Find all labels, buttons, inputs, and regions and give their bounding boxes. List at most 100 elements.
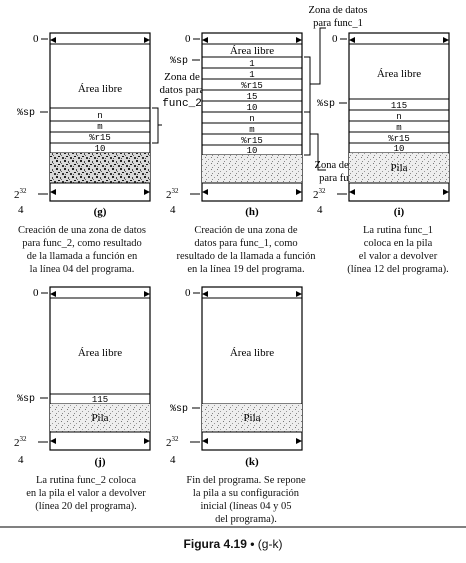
caption-line: Creación de una zona de datos: [18, 225, 146, 236]
addr-zero-label: 0: [33, 33, 39, 45]
caption-line: en la pila el valor a devolver: [26, 488, 146, 499]
panel-i: 0 Área libre %sp 115 n m %r15 10 Pila 23…: [313, 32, 450, 218]
caption-line: el valor a devolver: [358, 251, 438, 262]
cell-value: m: [97, 122, 102, 132]
zone-label-line: Zona de: [164, 71, 200, 83]
addr-zero-label: 0: [33, 287, 39, 299]
panel-g: 0 Área libre %sp n m %r15 10 232 4 (g) Z…: [14, 32, 205, 218]
zone-label-line: func_2: [162, 98, 202, 110]
addr-two32-label: 232: [166, 435, 179, 449]
cell-value: n: [249, 114, 254, 124]
zone-label-line: datos para: [160, 84, 205, 96]
cell-value: 10: [247, 103, 258, 113]
panel-k: 0 Área libre %sp Pila 232 4 (k): [166, 286, 303, 468]
zone-bracket: [152, 107, 159, 144]
free-area-label: Área libre: [230, 45, 274, 57]
stack-label: Pila: [91, 412, 108, 424]
zone-label-line: Zona de datos: [315, 160, 374, 171]
panel-letter: (g): [94, 206, 107, 218]
caption-i: La rutina func_1 coloca en la pila el va…: [330, 224, 466, 276]
stack-texture: [349, 153, 449, 183]
cell-value: 115: [92, 395, 108, 405]
cell-value: %r15: [241, 81, 263, 91]
sp-label: %sp: [170, 404, 188, 415]
figure-bullet: •: [250, 537, 255, 551]
stack-label: Pila: [243, 412, 260, 424]
panel-j: 0 Área libre %sp 115 Pila 232 4 (j): [14, 286, 151, 468]
stack-label: Pila: [390, 162, 407, 174]
caption-line: la línea 04 del programa.: [29, 264, 135, 275]
caption-line: la pila a su configuración: [192, 488, 300, 499]
zone-bracket: [304, 56, 311, 113]
addr-two32-label: 232: [14, 187, 27, 201]
caption-line: de la llamada a función en: [26, 251, 138, 262]
sp-label: %sp: [317, 99, 335, 110]
addr-four-label: 4: [18, 454, 24, 466]
zone-bracket-leader: [310, 27, 326, 85]
cell-value: m: [249, 125, 254, 135]
cell-value: n: [97, 111, 102, 121]
stack-texture: [50, 404, 150, 432]
addr-two32-label: 232: [166, 187, 179, 201]
addr-two32-label: 232: [313, 187, 326, 201]
panel-h: 0 Área libre %sp 1 1 %r15 15 10 n m %r15…: [166, 5, 373, 218]
stack-texture: [202, 404, 302, 432]
sp-label: %sp: [17, 394, 35, 405]
caption-line: Fin del programa. Se repone: [186, 475, 306, 486]
caption-line: en la línea 19 del programa.: [187, 264, 305, 275]
free-area-label: Área libre: [78, 347, 122, 359]
zone-label-line: para func_1: [313, 18, 363, 29]
caption-line: inicial (líneas 04 y 05: [200, 501, 292, 512]
caption-g: Creación de una zona de datos para func_…: [2, 224, 162, 276]
stack-texture: [50, 153, 150, 183]
caption-j: La rutina func_2 coloca en la pila el va…: [4, 474, 168, 513]
addr-four-label: 4: [18, 204, 24, 216]
zone-label-line: para func_2: [319, 173, 369, 184]
cell-value: 10: [95, 144, 106, 154]
zone-bracket: [304, 111, 311, 156]
figure-label: Figura 4.19: [183, 537, 247, 551]
cell-value: 115: [391, 101, 407, 111]
caption-line: La rutina func_1: [363, 225, 433, 236]
cell-value: m: [396, 123, 401, 133]
addr-two32-label: 232: [14, 435, 27, 449]
addr-zero-label: 0: [332, 33, 338, 45]
sp-label: %sp: [170, 56, 188, 67]
zone-bracket-leader: [310, 133, 326, 171]
addr-four-label: 4: [317, 204, 323, 216]
caption-line: La rutina func_2 coloca: [36, 475, 136, 486]
cell-value: %r15: [241, 136, 263, 146]
caption-line: coloca en la pila: [363, 238, 433, 249]
caption-line: datos para func_1, como: [194, 238, 298, 249]
addr-zero-label: 0: [185, 287, 191, 299]
addr-four-label: 4: [170, 454, 176, 466]
cell-value: 10: [247, 146, 258, 156]
panel-letter: (j): [95, 456, 106, 468]
cell-value: 10: [394, 144, 405, 154]
addr-zero-label: 0: [185, 33, 191, 45]
caption-line: del programa).: [215, 514, 277, 525]
cell-value: n: [396, 112, 401, 122]
caption-k: Fin del programa. Se repone la pila a su…: [166, 474, 326, 526]
figure-suffix: (g-k): [257, 537, 283, 551]
caption-h: Creación de una zona de datos para func_…: [164, 224, 328, 276]
free-area-label: Área libre: [377, 68, 421, 80]
zone-label-line: Zona de datos: [309, 5, 368, 16]
caption-line: (línea 12 del programa).: [347, 264, 449, 275]
cell-value: 1: [249, 59, 254, 69]
free-area-label: Área libre: [230, 347, 274, 359]
caption-line: para func_2, como resultado: [22, 238, 142, 249]
cell-value: 1: [249, 70, 254, 80]
figure-caption: Figura 4.19 • (g-k): [0, 537, 466, 551]
cell-value: %r15: [89, 133, 111, 143]
addr-four-label: 4: [170, 204, 176, 216]
caption-line: resultado de la llamada a función: [176, 251, 316, 262]
free-area-label: Área libre: [78, 83, 122, 95]
stack-texture: [202, 155, 302, 183]
cell-value: %r15: [388, 134, 410, 144]
panel-letter: (i): [394, 206, 405, 218]
panel-letter: (h): [245, 206, 259, 218]
panel-letter: (k): [245, 456, 259, 468]
sp-label: %sp: [17, 108, 35, 119]
